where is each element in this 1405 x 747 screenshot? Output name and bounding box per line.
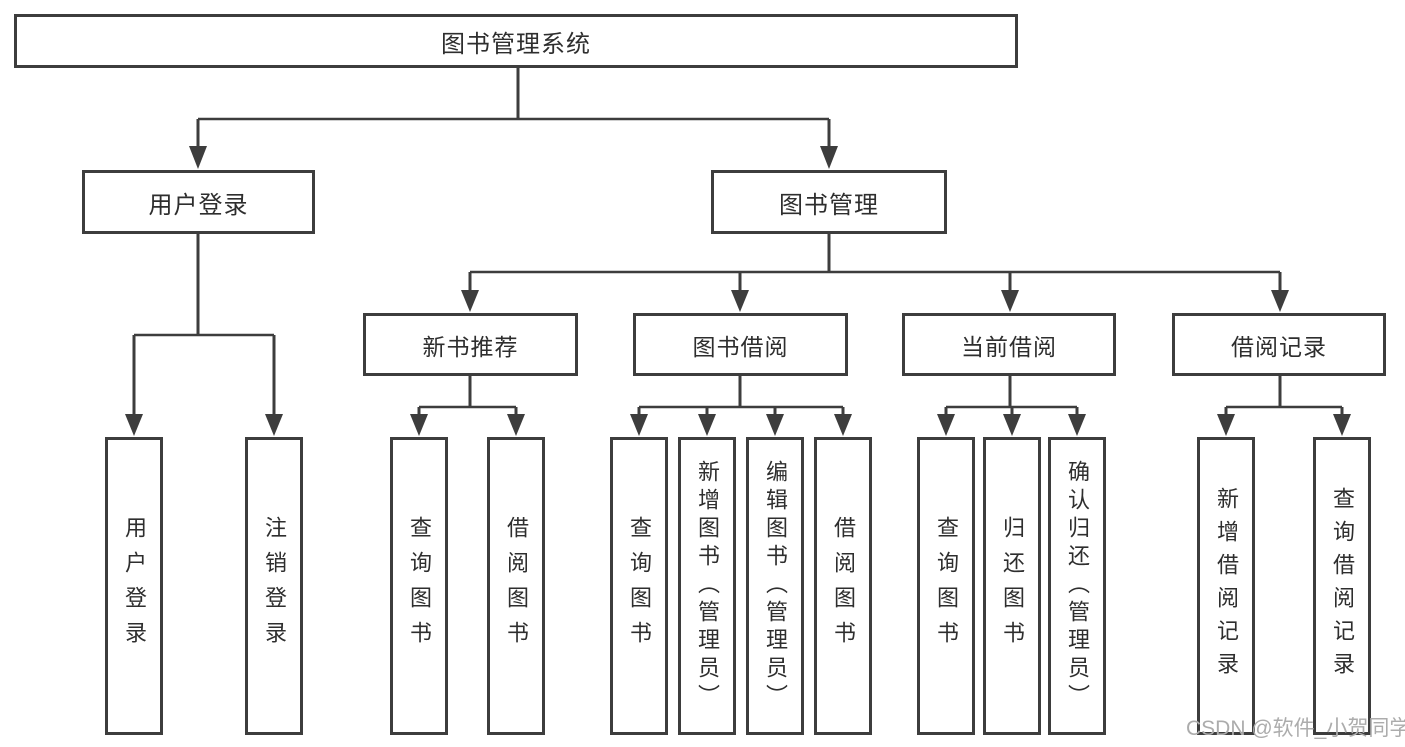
arrowhead [461, 290, 479, 312]
arrowhead [1333, 414, 1351, 436]
node-book-borrowing: 图书借阅 [633, 313, 848, 376]
leaf-label: 查询图书 [627, 516, 652, 656]
leaf-label: 查询图书 [934, 516, 959, 656]
arrowhead [125, 414, 143, 436]
leaf-user-login-label: 用户登录 [122, 516, 147, 656]
leaf-logout: 注销登录 [245, 437, 303, 735]
leaf-label: 新增借阅记录 [1214, 487, 1239, 685]
node-book-borrowing-label: 图书借阅 [692, 333, 789, 360]
leaf-query-books-current: 查询图书 [917, 437, 975, 735]
leaf-user-login: 用户登录 [105, 437, 163, 735]
leaf-query-books-borrow: 查询图书 [610, 437, 668, 735]
leaf-borrow-books: 借阅图书 [814, 437, 872, 735]
arrowhead [731, 290, 749, 312]
node-book-management: 图书管理 [711, 170, 947, 234]
leaf-borrow-books-recommend: 借阅图书 [487, 437, 545, 735]
leaf-query-borrow-record: 查询借阅记录 [1313, 437, 1371, 735]
node-root-system: 图书管理系统 [14, 14, 1018, 68]
arrowhead [630, 414, 648, 436]
arrowhead [1217, 414, 1235, 436]
node-current-borrowing-label: 当前借阅 [961, 333, 1057, 360]
leaf-label: 新增图书（管理员） [695, 460, 720, 712]
csdn-watermark: CSDN @软件_小贺同学 [1186, 717, 1405, 740]
leaf-label: 编辑图书（管理员） [763, 460, 788, 712]
node-borrowing-records-label: 借阅记录 [1231, 333, 1327, 360]
arrowhead [265, 414, 283, 436]
leaf-query-books-recommend: 查询图书 [390, 437, 448, 735]
node-borrowing-records: 借阅记录 [1172, 313, 1386, 376]
node-book-management-label: 图书管理 [779, 191, 879, 219]
arrowhead [937, 414, 955, 436]
arrowhead [834, 414, 852, 436]
leaf-label: 归还图书 [1000, 516, 1025, 656]
node-user-login-label: 用户登录 [148, 191, 249, 219]
arrowhead [766, 414, 784, 436]
arrowhead [1271, 290, 1289, 312]
arrowhead [189, 146, 207, 169]
leaf-logout-label: 注销登录 [262, 516, 287, 656]
arrowhead [1068, 414, 1086, 436]
node-new-book-recommend: 新书推荐 [363, 313, 578, 376]
node-root-label: 图书管理系统 [441, 30, 591, 58]
leaf-add-borrow-record: 新增借阅记录 [1197, 437, 1255, 735]
leaf-label: 借阅图书 [504, 516, 529, 656]
leaf-label: 借阅图书 [831, 516, 856, 656]
node-user-login: 用户登录 [82, 170, 315, 234]
arrowhead [820, 146, 838, 169]
leaf-confirm-return-admin: 确认归还（管理员） [1048, 437, 1106, 735]
leaf-edit-books-admin: 编辑图书（管理员） [746, 437, 804, 735]
arrowhead [507, 414, 525, 436]
arrowhead [1003, 414, 1021, 436]
leaf-label: 查询图书 [407, 516, 432, 656]
node-current-borrowing: 当前借阅 [902, 313, 1116, 376]
leaf-label: 确认归还（管理员） [1065, 460, 1090, 712]
leaf-label: 查询借阅记录 [1330, 487, 1355, 685]
leaf-return-books: 归还图书 [983, 437, 1041, 735]
leaf-add-books-admin: 新增图书（管理员） [678, 437, 736, 735]
node-new-book-recommend-label: 新书推荐 [422, 333, 519, 360]
arrowhead [410, 414, 428, 436]
arrowhead [698, 414, 716, 436]
arrowhead [1001, 290, 1019, 312]
